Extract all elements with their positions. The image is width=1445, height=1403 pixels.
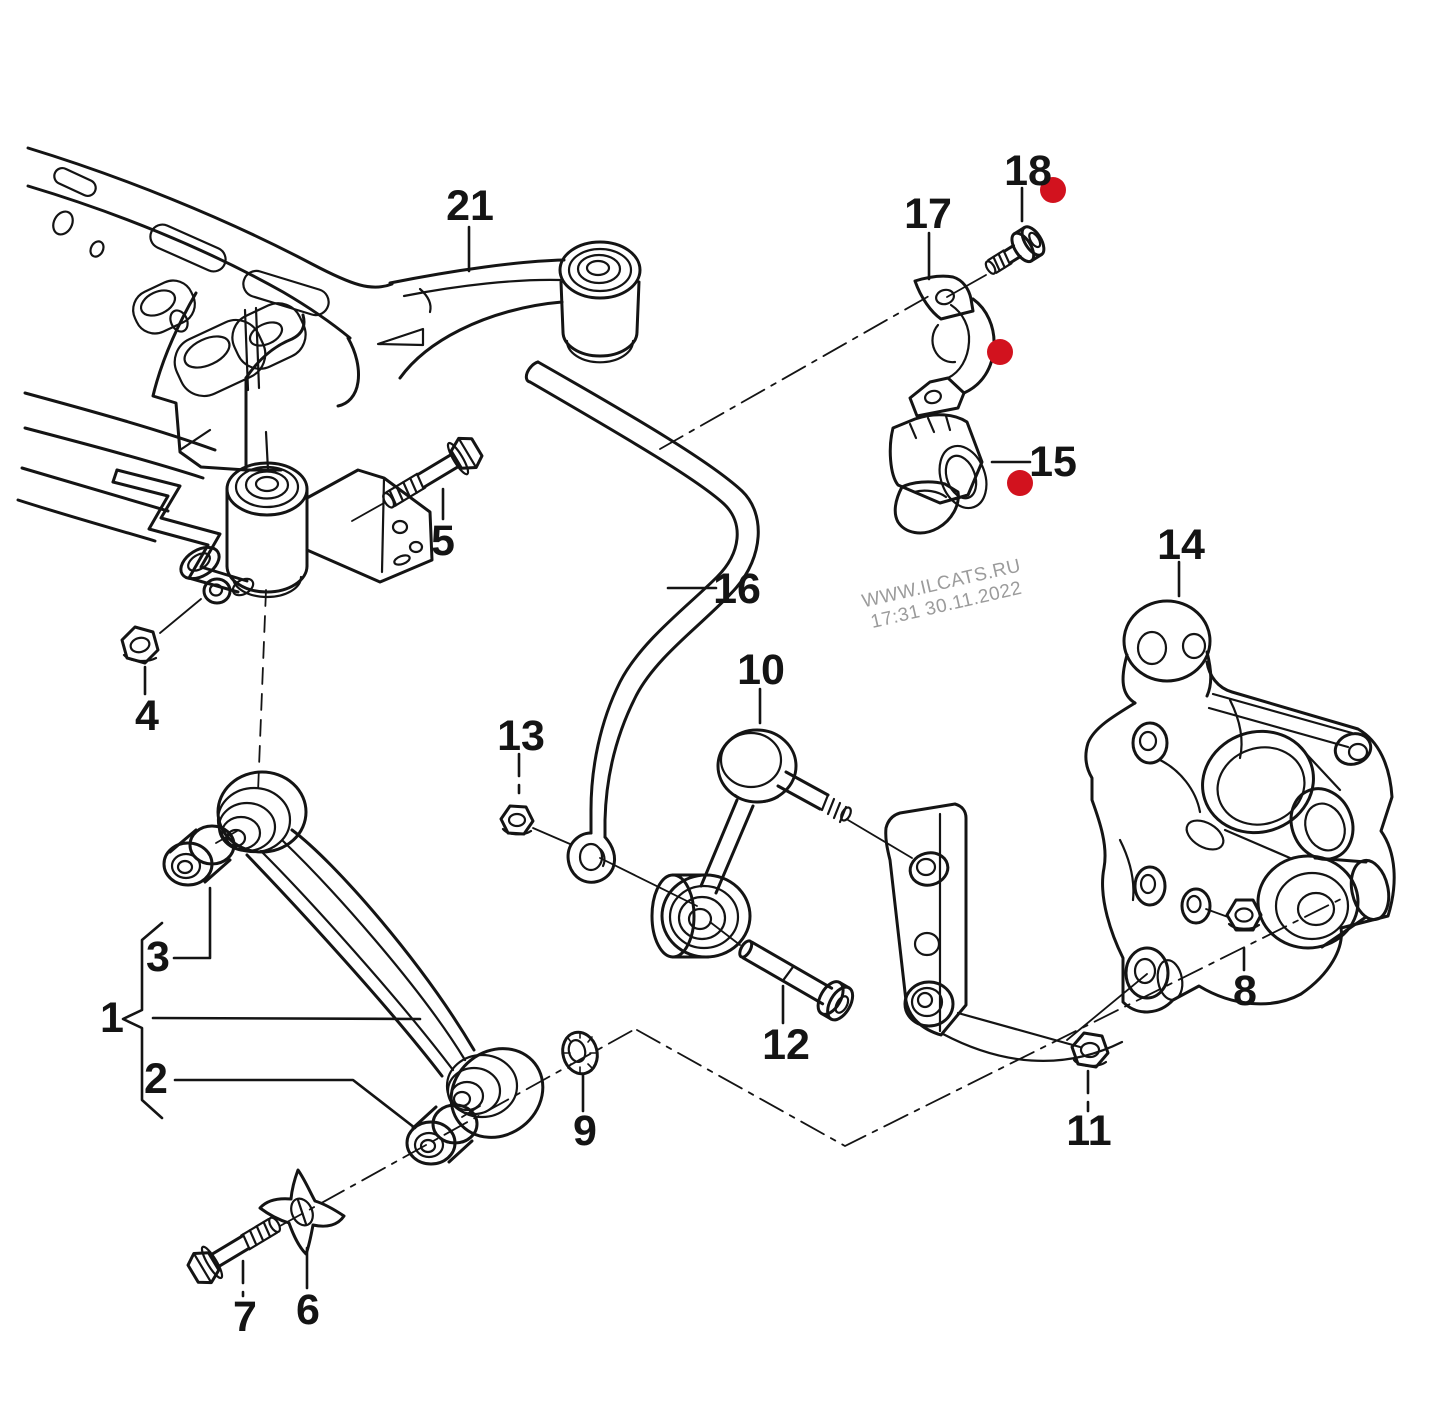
leader-2 <box>173 1078 417 1130</box>
highlight-dot-1 <box>1040 177 1066 203</box>
stabilizer-clamp-art <box>908 274 996 418</box>
bolt-7-art <box>186 1216 282 1285</box>
callout-3[interactable]: 3 <box>146 933 170 981</box>
callout-16[interactable]: 16 <box>713 565 761 613</box>
rear-subframe-art <box>16 146 394 543</box>
callout-12[interactable]: 12 <box>762 1021 810 1069</box>
nut-4-art <box>120 625 160 665</box>
callout-6[interactable]: 6 <box>296 1286 320 1334</box>
callout-8[interactable]: 8 <box>1233 967 1257 1015</box>
callout-2[interactable]: 2 <box>144 1055 168 1103</box>
cam-washer-6-art <box>258 1168 346 1256</box>
stabilizer-link-art <box>650 728 852 959</box>
callout-18[interactable]: 18 <box>1004 147 1052 195</box>
watermark: WWW.ILCATS.RU 17:31 30.11.2022 <box>860 555 1024 633</box>
subframe-mount-bushing-art <box>225 461 434 599</box>
stabilizer-bar-art <box>524 360 760 884</box>
callout-14[interactable]: 14 <box>1157 521 1205 569</box>
callout-21[interactable]: 21 <box>446 182 494 230</box>
leader-1 <box>151 1016 422 1021</box>
bushing-2-art <box>405 1103 479 1166</box>
nut-8-art <box>1225 898 1263 932</box>
bolt-18-art <box>984 225 1046 275</box>
control-arm-art <box>216 770 545 1139</box>
nut-13-art <box>499 804 535 836</box>
bracket-1 <box>121 921 164 1120</box>
stabilizer-bushing-art <box>888 413 988 535</box>
callout-9[interactable]: 9 <box>573 1107 597 1155</box>
bolt-12-art <box>738 939 855 1022</box>
callout-4[interactable]: 4 <box>135 692 159 740</box>
callout-15[interactable]: 15 <box>1029 438 1077 486</box>
highlight-dots <box>987 177 1066 496</box>
construction-lines <box>159 274 1346 1227</box>
bushing-3-art <box>162 824 236 887</box>
callout-7[interactable]: 7 <box>233 1293 257 1341</box>
bolt-5-art <box>382 436 484 509</box>
wheel-carrier-art <box>884 599 1396 1062</box>
callout-11[interactable]: 11 <box>1066 1107 1111 1155</box>
callout-5[interactable]: 5 <box>431 517 455 565</box>
nut-11-art <box>1070 1031 1110 1069</box>
callout-1[interactable]: 1 <box>100 994 124 1042</box>
leader-lines <box>121 186 1246 1298</box>
hanger-bracket-art <box>111 468 255 605</box>
callout-17[interactable]: 17 <box>904 190 952 238</box>
callout-10[interactable]: 10 <box>737 646 785 694</box>
trailing-arm-art <box>376 240 642 380</box>
highlight-dot-2 <box>987 339 1013 365</box>
highlight-dot-3 <box>1007 470 1033 496</box>
leader-3 <box>172 886 212 960</box>
washer-9-art <box>561 1030 599 1076</box>
callout-13[interactable]: 13 <box>497 712 545 760</box>
